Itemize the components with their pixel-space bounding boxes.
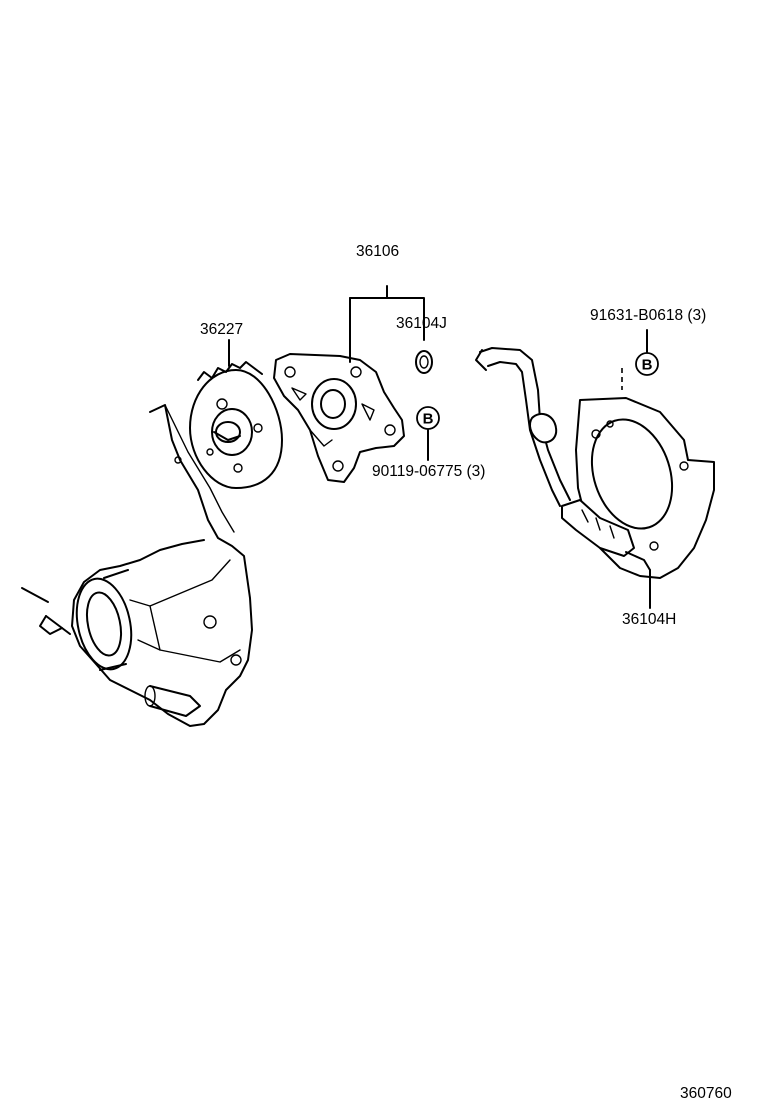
callout-letter-right: B (642, 357, 653, 374)
bolt-callout-right: B (635, 352, 659, 376)
o-ring-36104J (415, 350, 433, 374)
part-label-36227: 36227 (200, 321, 243, 338)
part-label-36106: 36106 (356, 243, 399, 260)
drive-gear-36227 (189, 361, 283, 489)
oil-pump-36106 (273, 285, 425, 483)
diagram-id: 360760 (680, 1085, 732, 1102)
part-label-91631: 91631-B0618 (3) (590, 307, 706, 324)
part-label-36104J: 36104J (396, 315, 447, 332)
transfer-case-housing (21, 404, 253, 727)
part-label-36104H: 36104H (622, 611, 676, 628)
bolt-callout-left: B (416, 406, 440, 430)
callout-letter-left: B (423, 411, 434, 428)
part-label-90119: 90119-06775 (3) (372, 463, 485, 480)
sensor-plate-36104H (475, 347, 715, 609)
